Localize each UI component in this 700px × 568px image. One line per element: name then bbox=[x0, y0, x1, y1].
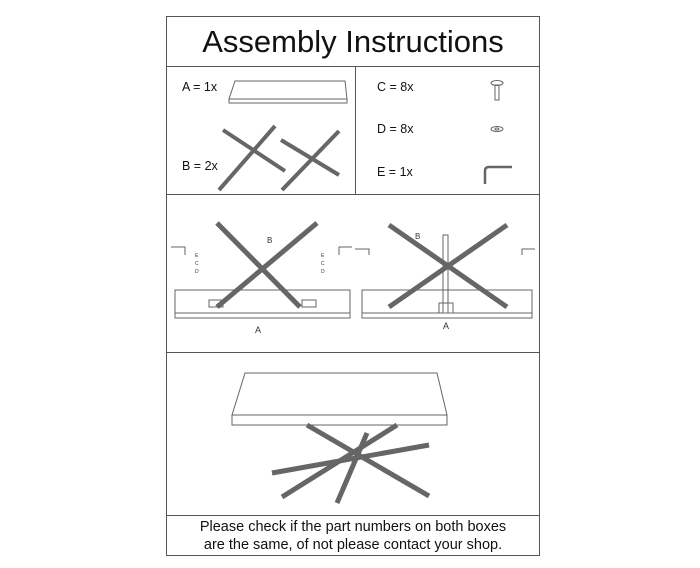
step-2-diagram: B A E C D E C D B A bbox=[167, 195, 539, 353]
footer-line-2: are the same, of not please contact your… bbox=[203, 537, 503, 553]
hardware-label: D bbox=[195, 269, 199, 275]
frame-label: B bbox=[415, 232, 420, 241]
page-title: Assembly Instructions bbox=[167, 17, 539, 67]
parts-list: A = 1x B = 2x C = 8x D = 8x E = 1x bbox=[167, 67, 539, 195]
footer-line-1: Please check if the part numbers on both… bbox=[199, 519, 507, 535]
tabletop-icon bbox=[228, 80, 348, 104]
instruction-sheet: Assembly Instructions A = 1x B = 2x C = … bbox=[166, 16, 540, 556]
part-d-label: D = 8x bbox=[377, 122, 414, 136]
tabletop-label: A bbox=[443, 321, 449, 331]
tabletop-label: A bbox=[255, 325, 261, 335]
hardware-label: C bbox=[195, 261, 199, 267]
footer-note: Please check if the part numbers on both… bbox=[167, 516, 539, 556]
step-3-assembled-table bbox=[167, 353, 539, 516]
hardware-label: D bbox=[321, 269, 325, 275]
part-b-label: B = 2x bbox=[182, 159, 218, 173]
hardware-label: E bbox=[195, 253, 199, 259]
part-a-label: A = 1x bbox=[182, 80, 218, 94]
washer-icon bbox=[490, 126, 504, 132]
right-assembly: B A bbox=[355, 222, 535, 331]
left-assembly: B A E C D E C D bbox=[171, 221, 352, 335]
cross-leg-frame-icon bbox=[217, 124, 341, 192]
divider bbox=[355, 67, 356, 194]
frame-label: B bbox=[267, 236, 272, 245]
part-c-label: C = 8x bbox=[377, 80, 414, 94]
hardware-label: E bbox=[321, 253, 325, 259]
hardware-label: C bbox=[321, 261, 325, 267]
allen-key-icon bbox=[483, 165, 512, 184]
bolt-icon bbox=[490, 80, 504, 101]
part-e-label: E = 1x bbox=[377, 165, 413, 179]
